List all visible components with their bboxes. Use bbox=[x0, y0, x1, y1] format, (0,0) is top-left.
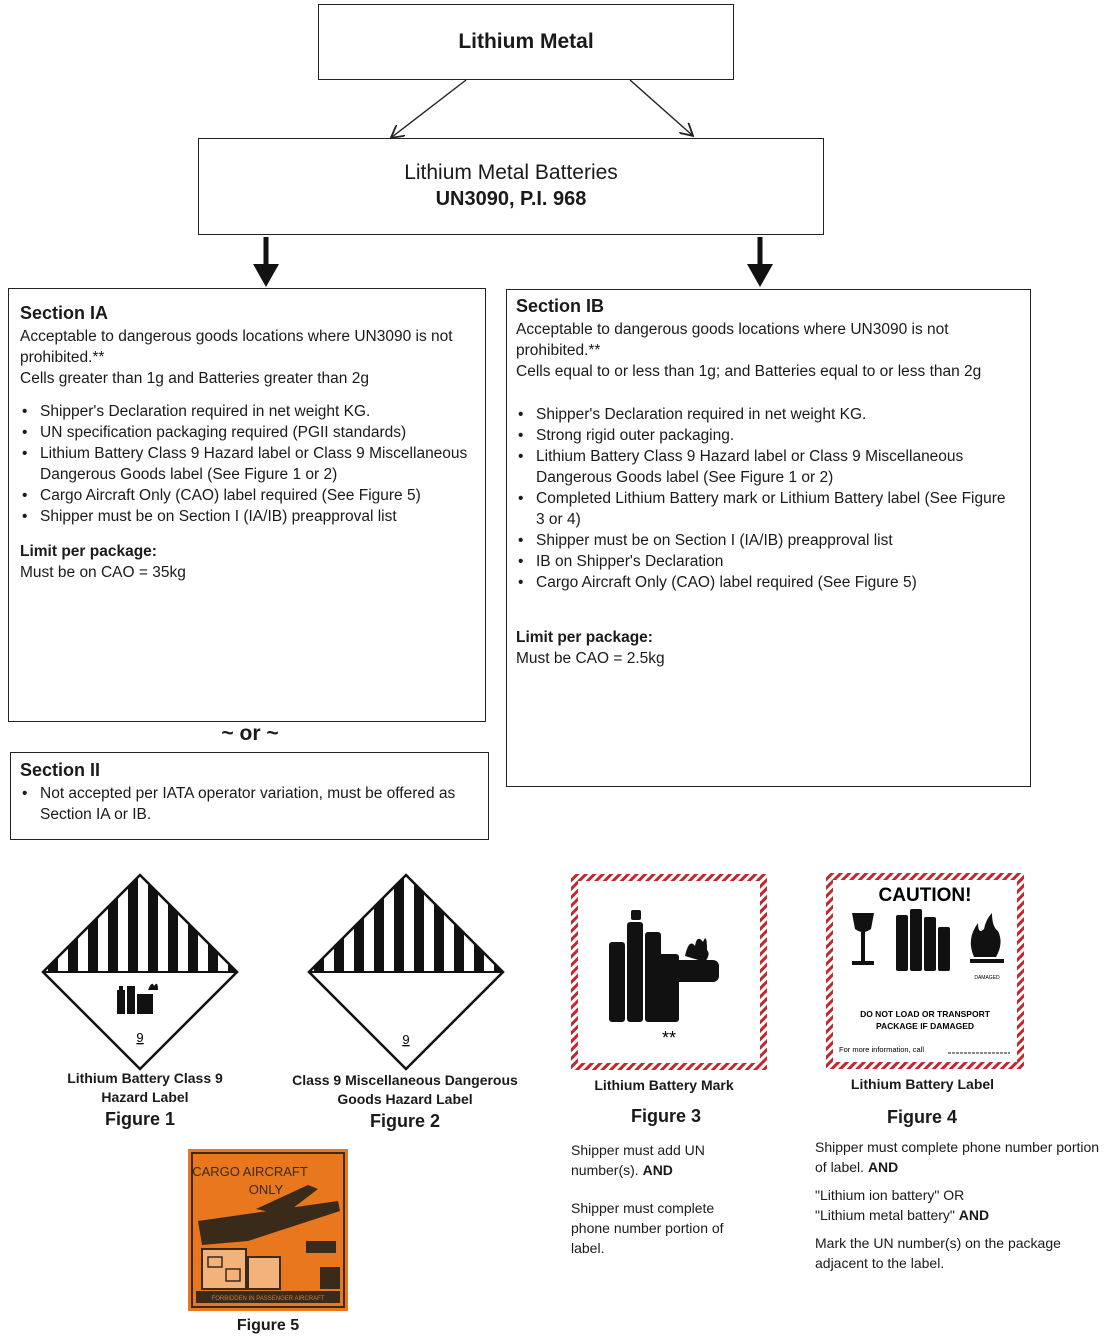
section-ib-limit-value: Must be CAO = 2.5kg bbox=[516, 650, 665, 667]
svg-text:9: 9 bbox=[402, 1032, 409, 1047]
list-item: Shipper's Declaration required in net we… bbox=[20, 401, 475, 422]
section-ib-bullets: Shipper's Declaration required in net we… bbox=[516, 404, 1018, 593]
arrow-down-right-head bbox=[747, 264, 773, 287]
section-ia-bullets: Shipper's Declaration required in net we… bbox=[20, 401, 475, 527]
figure-3-note-1: Shipper must add UN number(s). AND bbox=[571, 1140, 751, 1180]
figure-3-note-2: Shipper must complete phone number porti… bbox=[571, 1200, 724, 1256]
list-item: Cargo Aircraft Only (CAO) label required… bbox=[516, 572, 1018, 593]
figure-2-label: Figure 2 bbox=[369, 1111, 440, 1131]
section-ib-limit-title: Limit per package: bbox=[516, 629, 653, 646]
section-ia-desc-1: Acceptable to dangerous goods locations … bbox=[20, 328, 453, 366]
arrow-right-diagonal bbox=[629, 79, 692, 135]
list-item: IB on Shipper's Declaration bbox=[516, 551, 1018, 572]
svg-text:FORBIDDEN IN PASSENGER AIRCRAF: FORBIDDEN IN PASSENGER AIRCRAFT bbox=[212, 1296, 325, 1302]
airplane-icon bbox=[198, 1185, 340, 1245]
note-emphasis: AND bbox=[867, 1159, 899, 1175]
section-ia-box: Section IA Acceptable to dangerous goods… bbox=[8, 288, 486, 722]
svg-text:PACKAGE IF DAMAGED: PACKAGE IF DAMAGED bbox=[876, 1021, 974, 1031]
battery-icon bbox=[117, 983, 158, 1014]
list-item: Lithium Battery Class 9 Hazard label or … bbox=[516, 446, 1018, 488]
svg-text:For more information, call: For more information, call bbox=[839, 1045, 924, 1054]
figure-4-label: Figure 4 bbox=[886, 1107, 957, 1127]
section-ia-desc-2: Cells greater than 1g and Batteries grea… bbox=[20, 370, 369, 387]
note-text: Shipper must add UN bbox=[571, 1142, 705, 1158]
figure-4-note-1: Shipper must complete phone number porti… bbox=[815, 1137, 1104, 1177]
figure-3-caption: Lithium Battery Mark bbox=[594, 1077, 734, 1093]
list-item: UN specification packaging required (PGI… bbox=[20, 422, 475, 443]
section-ib-desc-2: Cells equal to or less than 1g; and Batt… bbox=[516, 363, 982, 380]
figure-1-caption-line1: Lithium Battery Class 9 bbox=[67, 1070, 223, 1086]
svg-text:DO NOT LOAD OR TRANSPORT: DO NOT LOAD OR TRANSPORT bbox=[860, 1009, 991, 1019]
list-item: Shipper must be on Section I (IA/IB) pre… bbox=[20, 506, 475, 527]
figure-1-caption-line2: Hazard Label bbox=[101, 1089, 189, 1105]
section-ib-title: Section IB bbox=[516, 296, 605, 316]
cargo-boxes-icon bbox=[201, 1241, 340, 1290]
figure-4-note-2: "Lithium ion battery" OR "Lithium metal b… bbox=[815, 1185, 1104, 1225]
svg-text:CAUTION!: CAUTION! bbox=[879, 885, 972, 906]
arrow-down-left-head bbox=[253, 264, 279, 287]
mid-line1: Lithium Metal Batteries bbox=[404, 161, 618, 184]
figure-4-lithium-battery-label: CAUTION! DAMAGED DO NOT LOAD OR TRANSPOR… bbox=[826, 873, 1024, 1069]
lithium-metal-batteries-box: Lithium Metal Batteries UN3090, P.I. 968 bbox=[198, 138, 824, 235]
note-emphasis: AND bbox=[642, 1162, 673, 1178]
lithium-metal-box: Lithium Metal bbox=[318, 4, 734, 80]
section-ia-limit-title: Limit per package: bbox=[20, 543, 157, 560]
figure-1-caption: Lithium Battery Class 9 Hazard Label bbox=[30, 1069, 260, 1107]
list-item: Cargo Aircraft Only (CAO) label required… bbox=[20, 485, 475, 506]
note-text: "Lithium metal battery" bbox=[815, 1207, 955, 1223]
svg-text:**: ** bbox=[662, 1028, 676, 1048]
note-text: "Lithium ion battery" OR bbox=[815, 1187, 965, 1203]
figure-4-caption: Lithium Battery Label bbox=[850, 1076, 995, 1092]
list-item: Lithium Battery Class 9 Hazard label or … bbox=[20, 443, 475, 485]
figure-1-class9-lithium-label: 9 bbox=[41, 873, 239, 1071]
figure-4-notes: Shipper must complete phone number porti… bbox=[815, 1137, 1104, 1273]
top-title: Lithium Metal bbox=[458, 30, 594, 53]
figure-3-notes: Shipper must add UN number(s). AND Shipp… bbox=[571, 1140, 751, 1258]
figure-5-label: Figure 5 bbox=[236, 1317, 300, 1334]
figure-2-caption-line1: Class 9 Miscellaneous Dangerous bbox=[292, 1072, 518, 1088]
figure-2-caption-line2: Goods Hazard Label bbox=[337, 1091, 473, 1107]
list-item: Shipper must be on Section I (IA/IB) pre… bbox=[516, 530, 1018, 551]
figure-5-cargo-aircraft-only-label: CARGO AIRCRAFT ONLY FORBIDDEN IN PASSENG… bbox=[188, 1149, 348, 1311]
battery-cells-icon bbox=[896, 909, 950, 971]
fragile-glass-icon bbox=[852, 913, 874, 965]
svg-text:DAMAGED: DAMAGED bbox=[974, 975, 1000, 981]
list-item: Not accepted per IATA operator variation… bbox=[20, 783, 478, 825]
section-ii-title: Section II bbox=[20, 760, 101, 780]
figure-2-caption: Class 9 Miscellaneous Dangerous Goods Ha… bbox=[265, 1071, 545, 1109]
connector-arrows bbox=[253, 79, 773, 287]
battery-cells-icon bbox=[609, 910, 719, 1022]
section-ia-limit-value: Must be on CAO = 35kg bbox=[20, 564, 186, 581]
figure-2-class9-label: 9 bbox=[307, 873, 505, 1071]
list-item: Strong rigid outer packaging. bbox=[516, 425, 1018, 446]
note-text: Shipper must complete phone number porti… bbox=[815, 1139, 1100, 1175]
or-divider: ~ or ~ bbox=[221, 722, 279, 745]
note-text: number(s). bbox=[571, 1162, 639, 1178]
svg-text:CARGO AIRCRAFT: CARGO AIRCRAFT bbox=[192, 1164, 308, 1179]
list-item: Completed Lithium Battery mark or Lithiu… bbox=[516, 488, 1018, 530]
figure-3-label: Figure 3 bbox=[630, 1106, 701, 1126]
section-ii-bullets: Not accepted per IATA operator variation… bbox=[20, 783, 478, 825]
list-item: Shipper's Declaration required in net we… bbox=[516, 404, 1018, 425]
note-emphasis: AND bbox=[958, 1207, 990, 1223]
arrow-left-diagonal bbox=[392, 79, 467, 137]
svg-text:9: 9 bbox=[136, 1030, 143, 1045]
section-ib-box: Section IB Acceptable to dangerous goods… bbox=[506, 289, 1031, 787]
section-ib-desc-1: Acceptable to dangerous goods locations … bbox=[516, 321, 949, 359]
flame-icon bbox=[970, 913, 1004, 963]
figure-3-lithium-battery-mark: ** bbox=[571, 874, 767, 1070]
figure-4-note-3: Mark the UN number(s) on the package adj… bbox=[815, 1235, 1061, 1271]
figure-1-label: Figure 1 bbox=[104, 1109, 175, 1129]
svg-text:ONLY: ONLY bbox=[249, 1182, 284, 1197]
section-ia-title: Section IA bbox=[20, 303, 109, 323]
section-ii-box: Section II Not accepted per IATA operato… bbox=[10, 752, 489, 840]
mid-line2: UN3090, P.I. 968 bbox=[435, 188, 587, 210]
